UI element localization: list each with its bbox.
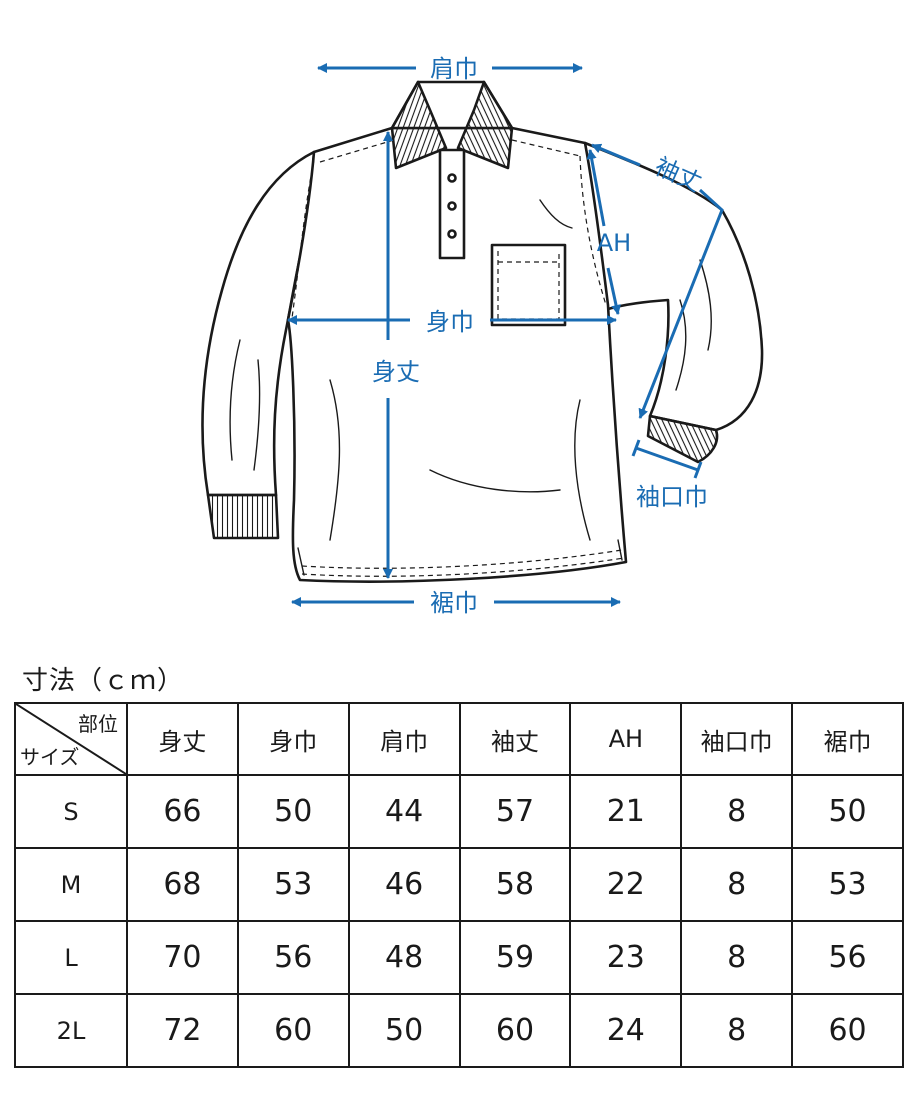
table-header-row: 部位 サイズ 身丈 身巾 肩巾 袖丈 AH 袖口巾 裾巾 bbox=[14, 702, 904, 776]
label-chest-width: 身巾 bbox=[426, 308, 474, 336]
value-cell: 50 bbox=[347, 993, 461, 1068]
value-cell: 8 bbox=[680, 993, 794, 1068]
hem-stitch bbox=[301, 549, 623, 569]
shirt-size-diagram: 肩巾 身丈 身巾 裾巾 AH 袖丈 袖口巾 bbox=[201, 55, 764, 617]
value-cell: 48 bbox=[347, 920, 461, 995]
armhole-arrow-up bbox=[586, 149, 606, 227]
size-table-title: 寸法（ｃｍ） bbox=[22, 666, 185, 696]
value-cell: 56 bbox=[236, 920, 350, 995]
value-cell: 50 bbox=[791, 774, 904, 849]
table-row: M 68 53 46 58 22 8 53 bbox=[14, 847, 904, 922]
corner-label-size: サイズ bbox=[20, 745, 80, 769]
header-chest-width: 身巾 bbox=[236, 702, 350, 776]
size-cell: 2L bbox=[14, 993, 128, 1068]
left-cuff bbox=[206, 493, 280, 540]
value-cell: 57 bbox=[458, 774, 572, 849]
dimension-arrows: 肩巾 身丈 身巾 裾巾 AH 袖丈 袖口巾 bbox=[287, 55, 724, 617]
buttons bbox=[447, 173, 457, 239]
value-cell: 21 bbox=[569, 774, 683, 849]
header-shoulder-width: 肩巾 bbox=[347, 702, 461, 776]
value-cell: 66 bbox=[126, 774, 239, 849]
value-cell: 56 bbox=[791, 920, 904, 995]
value-cell: 60 bbox=[236, 993, 350, 1068]
value-cell: 24 bbox=[569, 993, 683, 1068]
armhole-arrow-down bbox=[606, 267, 621, 315]
value-cell: 50 bbox=[236, 774, 350, 849]
value-cell: 44 bbox=[347, 774, 461, 849]
label-cuff-width: 袖口巾 bbox=[636, 483, 708, 511]
size-cell: L bbox=[14, 920, 128, 995]
right-sleeve bbox=[583, 141, 764, 432]
value-cell: 59 bbox=[458, 920, 572, 995]
value-cell: 68 bbox=[126, 847, 239, 922]
value-cell: 60 bbox=[458, 993, 572, 1068]
value-cell: 8 bbox=[680, 847, 794, 922]
value-cell: 53 bbox=[791, 847, 904, 922]
value-cell: 23 bbox=[569, 920, 683, 995]
armhole-seam-left bbox=[291, 159, 315, 319]
sleeve-arrow-line bbox=[638, 188, 724, 419]
sleeve-arrow-start bbox=[591, 143, 641, 167]
value-cell: 60 bbox=[791, 993, 904, 1068]
table-row: 2L 72 60 50 60 24 8 60 bbox=[14, 993, 904, 1068]
value-cell: 58 bbox=[458, 847, 572, 922]
yoke-stitch bbox=[319, 139, 395, 163]
collar-right bbox=[456, 80, 514, 170]
value-cell: 46 bbox=[347, 847, 461, 922]
table-row: L 70 56 48 59 23 8 56 bbox=[14, 920, 904, 995]
chest-pocket bbox=[490, 243, 567, 327]
value-cell: 8 bbox=[680, 774, 794, 849]
size-cell: S bbox=[14, 774, 128, 849]
armhole-seam-right bbox=[579, 155, 607, 306]
side-vent bbox=[297, 539, 623, 576]
size-table: 部位 サイズ 身丈 身巾 肩巾 袖丈 AH 袖口巾 裾巾 S 66 50 44 … bbox=[14, 702, 904, 1068]
fold-lines bbox=[229, 199, 712, 541]
value-cell: 72 bbox=[126, 993, 239, 1068]
header-armhole: AH bbox=[569, 702, 683, 776]
size-cell: M bbox=[14, 847, 128, 922]
pocket-stitch bbox=[497, 251, 560, 320]
header-cuff-width: 袖口巾 bbox=[680, 702, 794, 776]
collar-left bbox=[390, 80, 448, 170]
value-cell: 53 bbox=[236, 847, 350, 922]
header-hem-width: 裾巾 bbox=[791, 702, 904, 776]
header-sleeve-length: 袖丈 bbox=[458, 702, 572, 776]
polo-shirt-illustration-icon bbox=[201, 80, 764, 583]
table-row: S 66 50 44 57 21 8 50 bbox=[14, 774, 904, 849]
corner-label-part: 部位 bbox=[78, 712, 118, 736]
label-body-length: 身丈 bbox=[372, 358, 420, 386]
label-shoulder-width: 肩巾 bbox=[430, 55, 478, 83]
value-cell: 22 bbox=[569, 847, 683, 922]
header-body-length: 身丈 bbox=[126, 702, 239, 776]
value-cell: 8 bbox=[680, 920, 794, 995]
hem-stitch-2 bbox=[301, 557, 625, 577]
label-armhole: AH bbox=[597, 229, 631, 257]
label-hem-width: 裾巾 bbox=[430, 589, 478, 617]
yoke-stitch-right bbox=[511, 139, 581, 157]
right-cuff bbox=[646, 414, 719, 464]
cuff-width-bracket bbox=[631, 439, 703, 479]
corner-header-cell: 部位 サイズ bbox=[14, 702, 128, 776]
value-cell: 70 bbox=[126, 920, 239, 995]
